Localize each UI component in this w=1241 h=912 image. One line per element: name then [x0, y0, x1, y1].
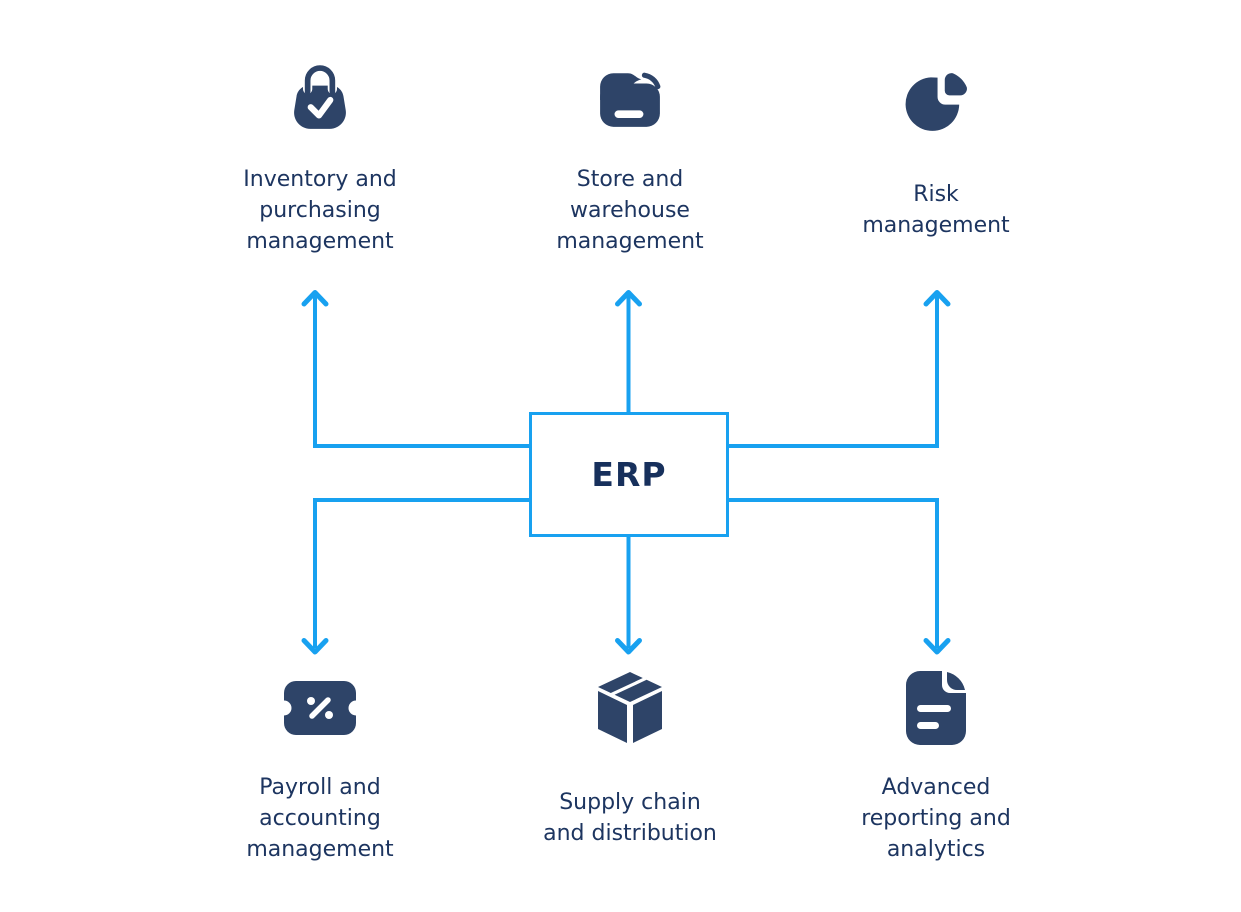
arrow-line-top-left	[313, 296, 529, 448]
pie-chart-icon	[903, 40, 969, 160]
ticket-percent-icon	[280, 648, 360, 768]
arrowhead-up-icon	[301, 290, 329, 307]
node-label: Risk management	[862, 182, 1010, 238]
package-box-icon	[594, 648, 666, 768]
arrow-line-bottom-right	[729, 498, 939, 648]
node-payroll-accounting: Payroll and accounting management	[180, 648, 460, 868]
node-label: Advanced reporting and analytics	[861, 774, 1011, 862]
arrowhead-down-icon	[301, 638, 329, 655]
node-advanced-reporting: Advanced reporting and analytics	[796, 648, 1076, 868]
node-risk-management: Risk management	[796, 40, 1076, 260]
arrowhead-down-icon	[615, 638, 642, 655]
node-supply-chain: Supply chain and distribution	[490, 648, 770, 868]
arrowhead-down-icon	[923, 638, 951, 655]
arrow-line-top-right	[729, 296, 939, 448]
node-store-warehouse: Store and warehouse management	[490, 40, 770, 260]
arrowhead-up-icon	[615, 290, 642, 307]
shopping-bag-check-icon	[287, 40, 353, 160]
node-label: Inventory and purchasing management	[243, 166, 397, 254]
arrowhead-up-icon	[923, 290, 951, 307]
erp-label: ERP	[591, 455, 667, 494]
folder-icon	[597, 40, 663, 160]
erp-center-box: ERP	[529, 412, 729, 537]
node-label: Payroll and accounting management	[246, 774, 394, 862]
node-inventory-purchasing: Inventory and purchasing management	[180, 40, 460, 260]
document-report-icon	[904, 648, 968, 768]
node-label: Store and warehouse management	[556, 166, 704, 254]
arrow-line-bottom-left	[313, 498, 529, 648]
node-label: Supply chain and distribution	[543, 790, 717, 846]
